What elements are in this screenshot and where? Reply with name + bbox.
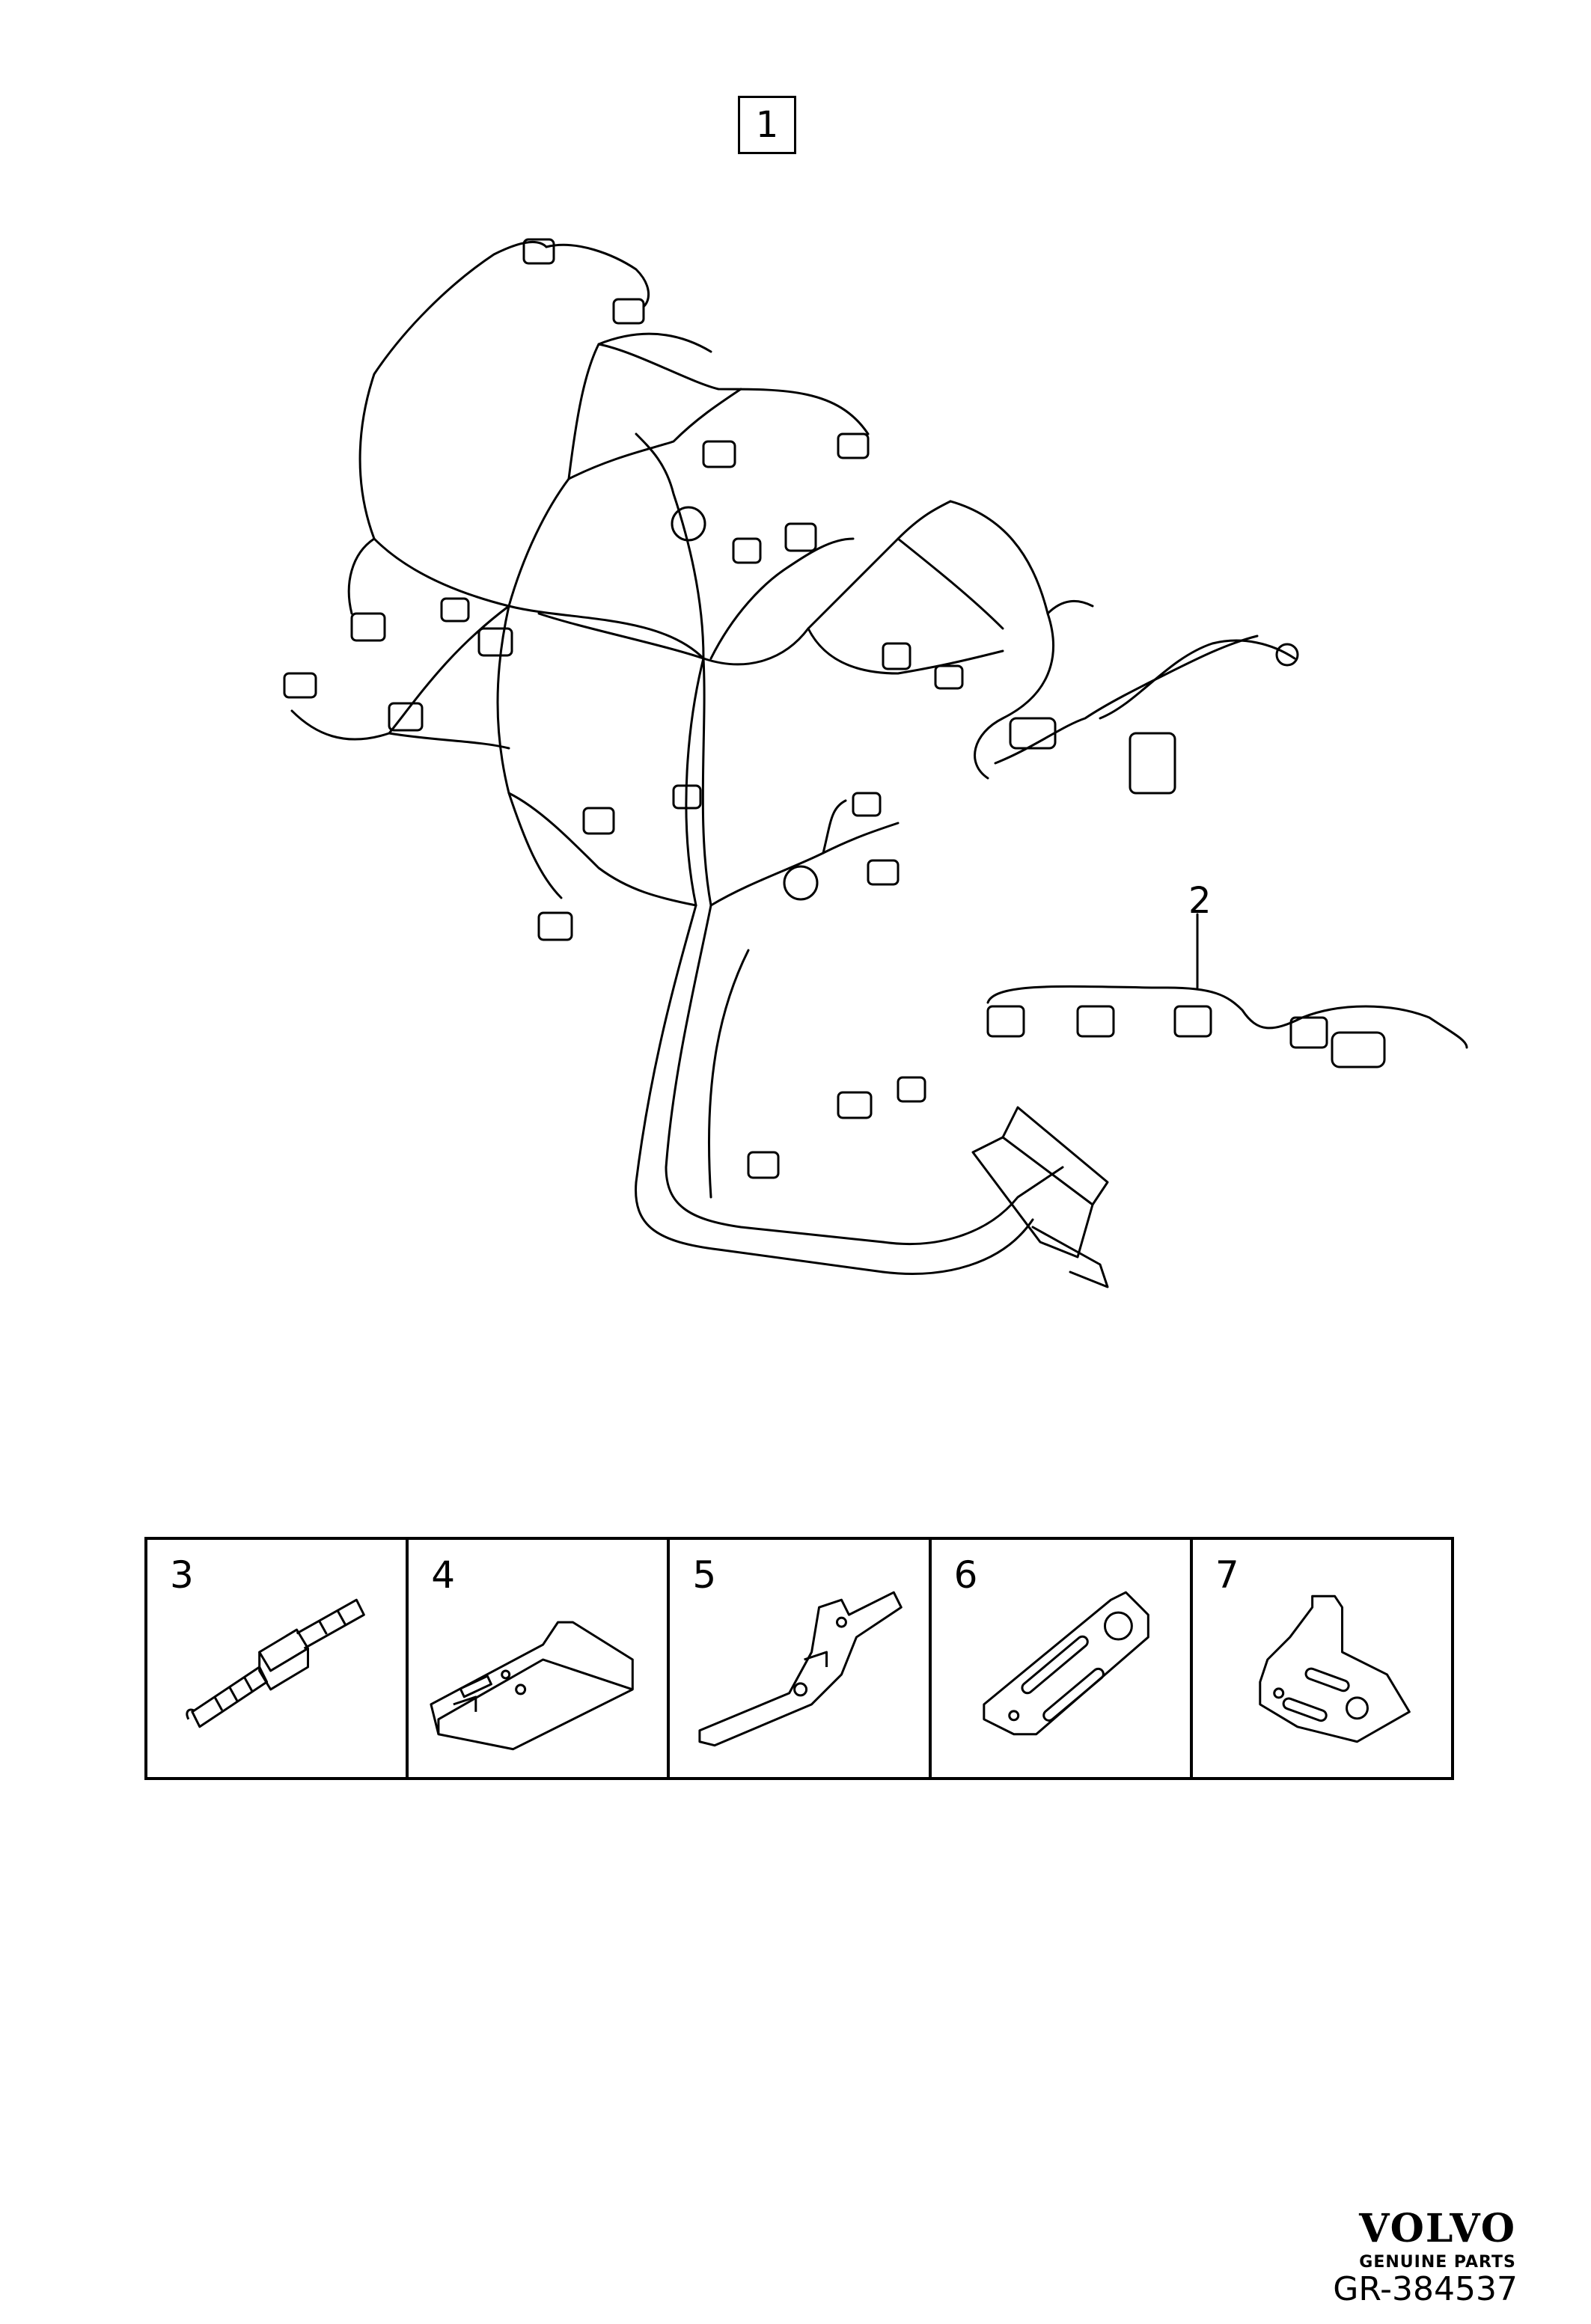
- part-cell-5: 5: [670, 1540, 932, 1777]
- main-engine-harness: [283, 238, 1299, 1288]
- part-cell-6: 6: [932, 1540, 1193, 1777]
- angle-bracket-icon: [1259, 1594, 1411, 1743]
- part-cell-7: 7: [1193, 1540, 1451, 1777]
- part-cell-4: 4: [409, 1540, 671, 1777]
- reference-number: GR-384537: [1333, 2270, 1518, 2308]
- volvo-genuine-parts-logo: VOLVO GENUINE PARTS: [1359, 2206, 1516, 2272]
- part-number: 7: [1215, 1553, 1239, 1597]
- part-number: 6: [953, 1553, 978, 1597]
- brand-logo: VOLVO: [1359, 2206, 1516, 2251]
- brand-tagline: GENUINE PARTS: [1359, 2253, 1516, 2272]
- part-number: 3: [170, 1553, 194, 1597]
- callout-item-1: 1: [738, 96, 796, 154]
- bracket-plate-icon: [430, 1621, 635, 1751]
- stud-bolt-icon: [186, 1598, 365, 1728]
- part-number: 4: [431, 1553, 456, 1597]
- part-number: 5: [692, 1553, 717, 1597]
- bracket-arm-icon: [698, 1591, 903, 1747]
- parts-table: 3 4: [144, 1537, 1454, 1780]
- callout-item-2: 2: [1188, 880, 1212, 922]
- part-cell-3: 3: [147, 1540, 409, 1777]
- injector-harness: [986, 913, 1468, 1068]
- flat-bracket-icon: [982, 1591, 1149, 1736]
